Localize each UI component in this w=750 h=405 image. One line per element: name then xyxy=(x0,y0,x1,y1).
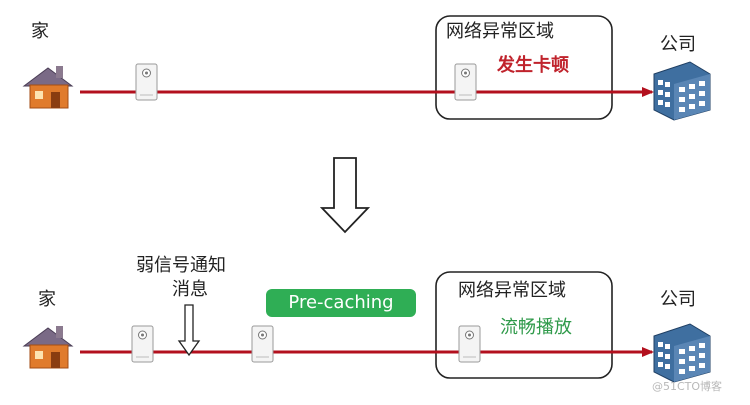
top-base-station-1 xyxy=(135,63,158,101)
transition-down-arrow xyxy=(319,157,371,234)
bottom-scenario xyxy=(22,271,711,383)
bottom-abnormal-zone-box xyxy=(435,271,613,379)
bottom-zone-status: 流畅播放 xyxy=(500,317,572,338)
bottom-base-station-3 xyxy=(458,325,481,363)
top-home-label: 家 xyxy=(31,21,49,42)
top-zone-title: 网络异常区域 xyxy=(446,21,554,42)
bottom-home-icon xyxy=(22,326,74,369)
bottom-base-station-1 xyxy=(131,325,154,363)
watermark: @51CTO博客 xyxy=(652,380,723,393)
top-scenario xyxy=(22,15,711,121)
top-company-label: 公司 xyxy=(660,34,696,55)
notice-label-line2: 消息 xyxy=(172,279,208,300)
bottom-home-label: 家 xyxy=(38,289,56,310)
top-base-station-2 xyxy=(454,63,477,101)
precaching-badge: Pre-caching xyxy=(266,289,416,317)
bottom-zone-title: 网络异常区域 xyxy=(458,280,566,301)
top-home-icon xyxy=(22,66,74,109)
bottom-office-building-icon xyxy=(653,323,711,383)
top-abnormal-zone-box xyxy=(435,15,613,120)
notice-down-arrow xyxy=(177,304,201,357)
bottom-base-station-2 xyxy=(251,325,274,363)
top-office-building-icon xyxy=(653,61,711,121)
bottom-company-label: 公司 xyxy=(660,289,696,310)
notice-label-line1: 弱信号通知 xyxy=(136,255,226,276)
top-zone-status: 发生卡顿 xyxy=(497,55,569,76)
